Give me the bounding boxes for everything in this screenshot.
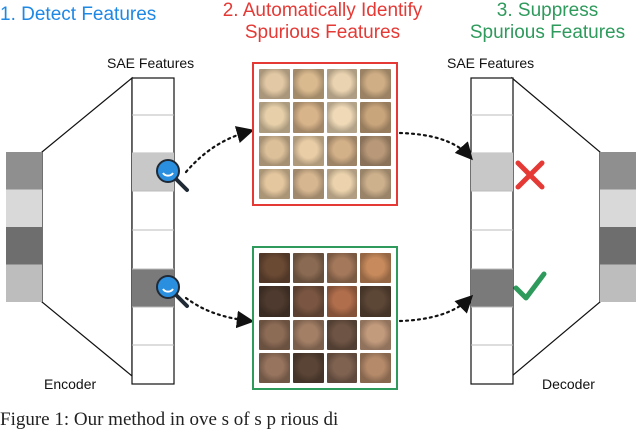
vector-block [6,227,42,265]
face-thumbnail [326,286,358,317]
face-thumbnail [259,352,290,383]
face-thumbnail [360,102,391,133]
face-thumbnail [259,253,290,284]
spurious-image-grid [252,62,398,206]
face-thumbnail [292,102,324,133]
input-blocks [6,152,42,302]
face-thumbnail [259,69,290,100]
sae-column-left-frame [131,77,175,385]
figure-caption: Figure 1: Our method in ove s of s p rio… [0,409,339,430]
step-3-title: 3. Suppress Spurious Features [455,0,640,44]
face-thumbnail [259,168,290,199]
sae-column-right-frame [470,77,514,385]
face-thumbnail [326,253,358,284]
face-thumbnail [292,352,324,383]
cross-icon [515,160,545,190]
face-thumbnail [292,168,324,199]
check-icon [513,271,547,301]
step-2-title-line2: Spurious Features [244,22,401,43]
magnifier-icon [156,275,189,308]
vector-block [600,189,636,227]
face-thumbnail [292,253,324,284]
face-thumbnail [259,319,290,350]
face-thumbnail [360,168,391,199]
sae-features-label-right: SAE Features [447,55,535,71]
vector-block [6,189,42,227]
face-thumbnail [292,135,324,166]
face-thumbnail [326,135,358,166]
sae-feature-kept [471,269,513,307]
vector-block [600,227,636,265]
sae-column-left [131,77,175,385]
face-thumbnail [326,69,358,100]
face-thumbnail [326,168,358,199]
vector-block [6,152,42,190]
face-thumbnail [259,102,290,133]
decoder-trapezoid [511,76,601,378]
arrow-from-spurious-grid [398,131,473,161]
face-thumbnail [292,319,324,350]
arrow-from-nonspurious-grid [398,294,474,323]
face-thumbnail [360,69,391,100]
sae-feature-suppressed [471,153,513,191]
face-thumbnail [360,253,391,284]
face-thumbnail [326,102,358,133]
step-2-title: 2. Automatically Identify Spurious Featu… [190,0,455,44]
face-thumbnail [360,135,391,166]
encoder-label: Encoder [44,376,97,392]
vector-block [600,152,636,190]
face-thumbnail [360,352,391,383]
arrow-to-nonspurious-grid [184,296,255,329]
arrow-to-spurious-grid [184,126,255,174]
encoder-trapezoid [41,76,133,378]
face-thumbnail [360,319,391,350]
face-thumbnail [360,286,391,317]
sae-column-right [470,77,514,385]
face-thumbnail [259,286,290,317]
face-thumbnail [326,352,358,383]
nonspurious-image-grid [252,246,398,390]
vector-block [600,264,636,302]
face-thumbnail [326,319,358,350]
face-thumbnail [292,286,324,317]
step-3-title-line1: 3. Suppress [496,0,599,21]
sae-features-label-left: SAE Features [107,55,195,71]
decoder-label: Decoder [542,376,595,392]
step-2-title-line1: 2. Automatically Identify [222,0,423,21]
magnifier-icon [156,159,189,192]
face-thumbnail [259,135,290,166]
vector-block [6,264,42,302]
step-3-title-line2: Spurious Features [469,22,626,43]
face-thumbnail [292,69,324,100]
step-1-title: 1. Detect Features [0,4,157,25]
output-blocks [600,152,636,302]
